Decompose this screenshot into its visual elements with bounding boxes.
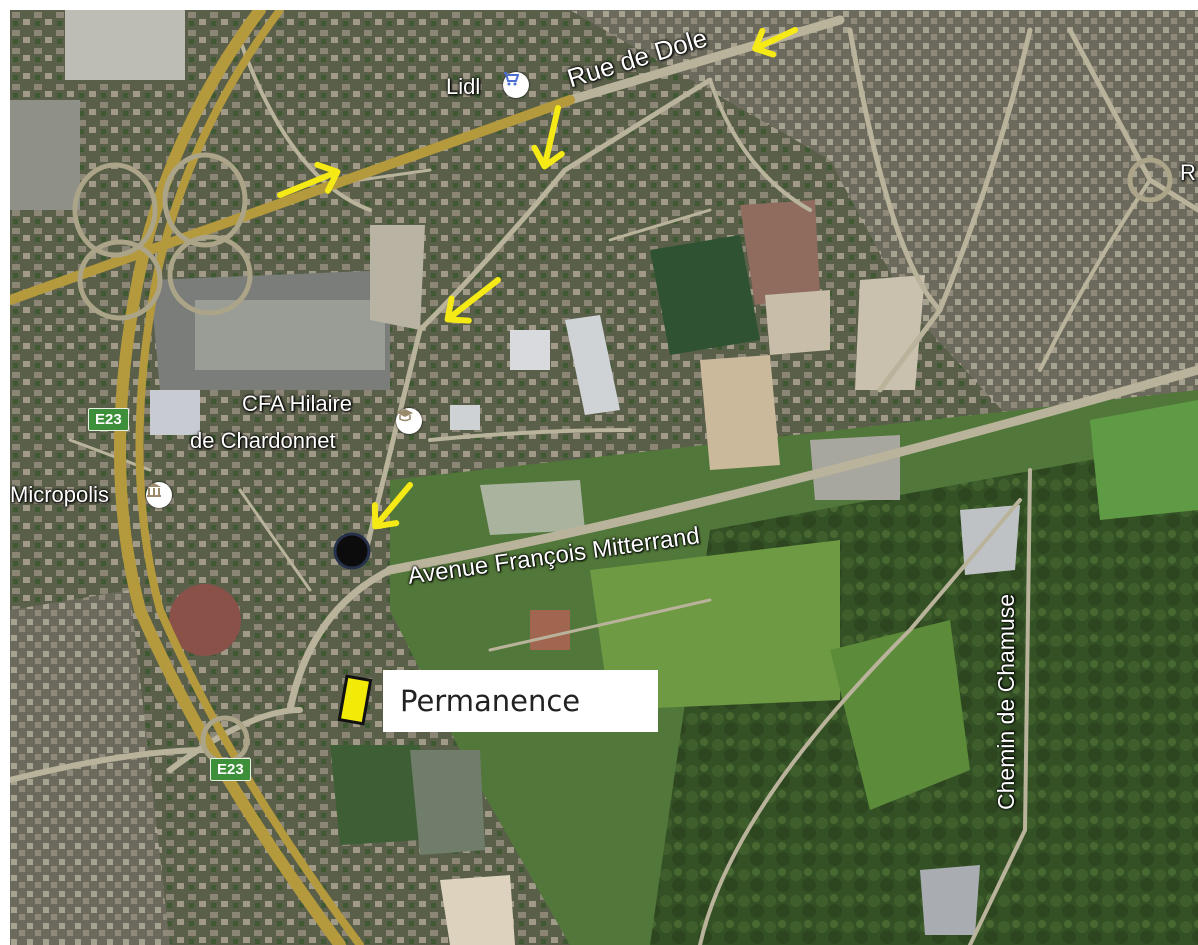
destination-dot-icon [333,532,371,570]
label-cfa-line2: de Chardonnet [190,428,336,453]
label-chemin-de-chamuse: Chemin de Chamuse [993,593,1019,810]
map-imagery [10,10,1198,945]
label-edge-r: R [1180,160,1196,185]
permanence-label-box: Permanence [383,670,658,732]
satellite-map[interactable]: Rue de Dole Lidl CFA Hilaire de Chardonn… [10,10,1198,945]
school-icon[interactable] [396,408,422,434]
permanence-label: Permanence [400,684,581,718]
label-micropolis: Micropolis [10,482,110,507]
building-icon[interactable] [146,482,172,508]
shopping-cart-icon[interactable] [503,72,529,98]
road-shield-e23-top: E23 [88,408,129,431]
label-cfa-line1: CFA Hilaire [242,391,353,416]
route-arrow-icon [277,27,798,530]
permanence-marker-icon [337,674,373,726]
label-lidl: Lidl [446,74,481,99]
road-shield-e23-bottom: E23 [210,758,251,781]
